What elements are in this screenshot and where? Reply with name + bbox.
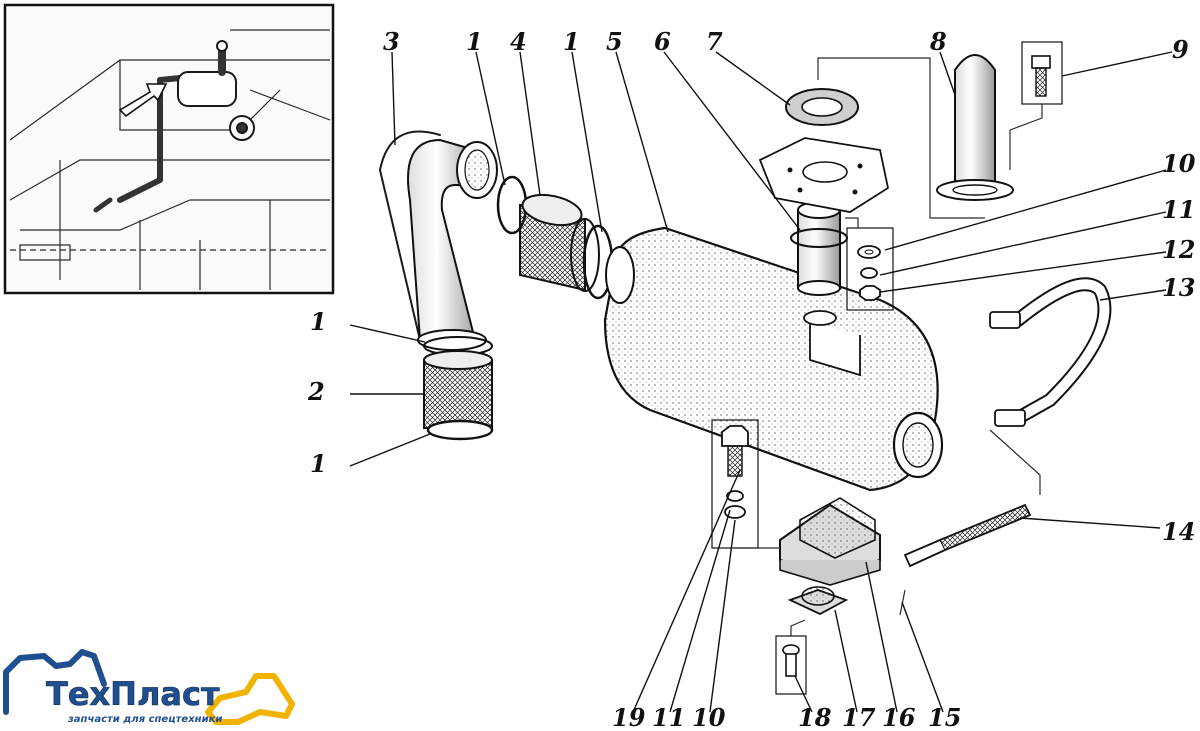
gasket-ring-7 — [785, 88, 859, 126]
callout-5: 5 — [606, 27, 623, 56]
callout-16: 16 — [882, 703, 916, 731]
callout-11-bottom: 11 — [652, 703, 685, 731]
callout-10-bottom: 10 — [692, 703, 726, 731]
washer-nut-set — [846, 227, 894, 311]
logo-tagline: запчасти для спецтехники — [67, 714, 222, 725]
callout-19: 19 — [612, 703, 646, 731]
arrow-icon — [118, 83, 168, 118]
callout-1-bottom: 1 — [310, 449, 327, 478]
callout-numbers: 1 1 1 1 2 3 4 5 6 7 8 9 10 11 12 13 14 1… — [307, 27, 1196, 731]
excavator-arm-icon — [205, 673, 295, 725]
excavator-outline-icon — [3, 649, 107, 715]
callout-1-pipe: 1 — [466, 27, 483, 56]
bolt-9 — [1021, 41, 1063, 105]
callout-11-right: 11 — [1162, 195, 1195, 224]
threaded-rod-14 — [903, 503, 1032, 568]
flexible-sleeve-4 — [519, 193, 600, 292]
callout-2: 2 — [307, 377, 325, 406]
callout-12: 12 — [1162, 235, 1195, 264]
assembly-lines — [735, 57, 1043, 636]
screw-18 — [775, 635, 807, 695]
callout-7: 7 — [706, 27, 723, 56]
outlet-pipe-6 — [790, 201, 848, 296]
cap-8 — [936, 54, 1014, 201]
callout-17: 17 — [842, 703, 876, 731]
flexible-sleeve-2 — [423, 350, 493, 429]
flange-plate — [758, 137, 890, 213]
callout-9: 9 — [1172, 35, 1189, 64]
logo-brand-name: ТехПласт — [46, 675, 220, 713]
muffler-body-5 — [603, 226, 944, 492]
callout-6: 6 — [654, 27, 671, 56]
callout-10-right: 10 — [1162, 149, 1196, 178]
techplast-logo: ТехПласт запчасти для спецтехники — [3, 649, 295, 725]
exhaust-pipe-3 — [379, 130, 498, 351]
callout-15: 15 — [928, 703, 961, 731]
mounting-bracket-16 — [779, 497, 881, 586]
leader-lines — [349, 51, 1173, 713]
callout-13: 13 — [1162, 273, 1195, 302]
strap-13 — [989, 277, 1112, 427]
clamp-ring-lower — [426, 419, 494, 441]
callout-1-right: 1 — [563, 27, 580, 56]
callout-18: 18 — [798, 703, 832, 731]
callout-14: 14 — [1162, 517, 1195, 546]
rubber-mount-17 — [787, 586, 849, 616]
inset-installation-view — [3, 3, 335, 295]
callout-1-left: 1 — [310, 307, 327, 336]
callout-8: 8 — [929, 27, 947, 56]
callout-4: 4 — [510, 27, 527, 56]
callout-3: 3 — [383, 27, 400, 56]
bolt-19-set — [711, 419, 759, 549]
